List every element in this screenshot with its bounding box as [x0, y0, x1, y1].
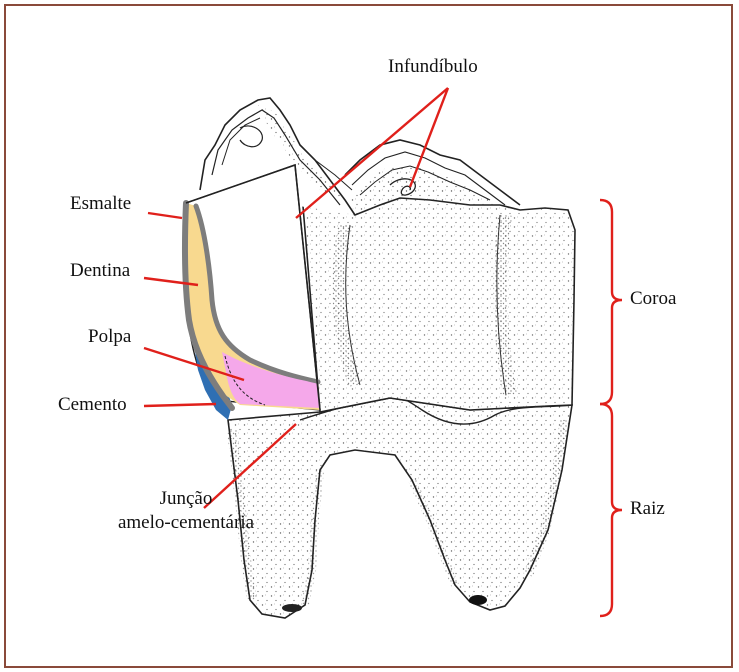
label-esmalte: Esmalte	[70, 193, 131, 215]
label-juncao-line2: amelo-cementária	[106, 512, 266, 534]
label-coroa: Coroa	[630, 288, 676, 310]
label-dentina: Dentina	[70, 260, 130, 282]
label-cemento: Cemento	[58, 394, 127, 416]
raiz-bracket	[600, 404, 622, 616]
label-raiz: Raiz	[630, 498, 665, 520]
label-infundibulo: Infundíbulo	[388, 56, 478, 78]
coroa-bracket	[600, 200, 622, 404]
label-juncao-line1: Junção	[116, 488, 256, 510]
label-polpa: Polpa	[88, 326, 131, 348]
